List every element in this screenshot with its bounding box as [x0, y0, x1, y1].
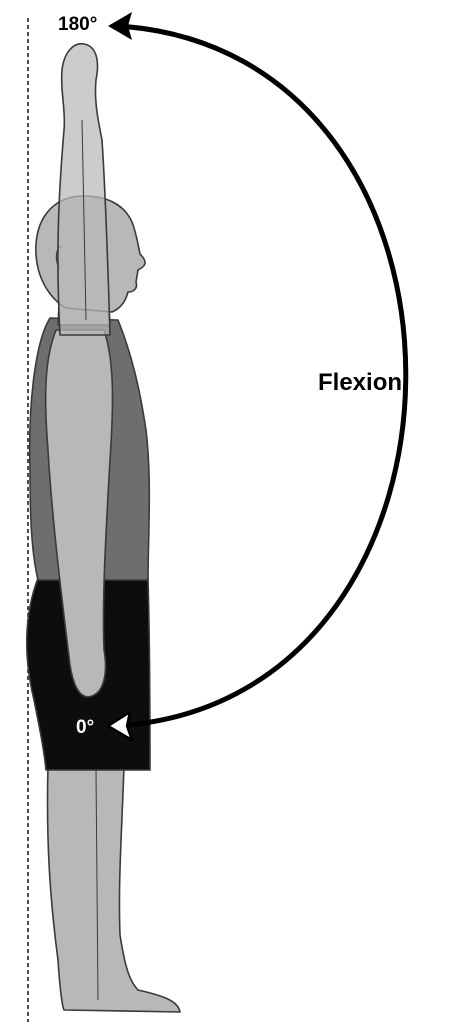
flexion-label: Flexion — [318, 369, 402, 396]
angle-label-180: 180° — [58, 14, 97, 35]
arm-raised-contour — [81, 119, 87, 321]
knee-line — [95, 769, 99, 1001]
arrowhead-bottom — [106, 710, 134, 742]
angle-label-0: 0° — [76, 717, 94, 738]
arm-raised — [57, 43, 111, 336]
arrowhead-top — [108, 12, 132, 40]
standing-figure — [25, 43, 181, 1013]
arm-lowered — [44, 329, 114, 698]
leg — [46, 764, 181, 1013]
flexion-arc-arrow — [106, 12, 409, 742]
flexion-arc — [115, 23, 409, 728]
